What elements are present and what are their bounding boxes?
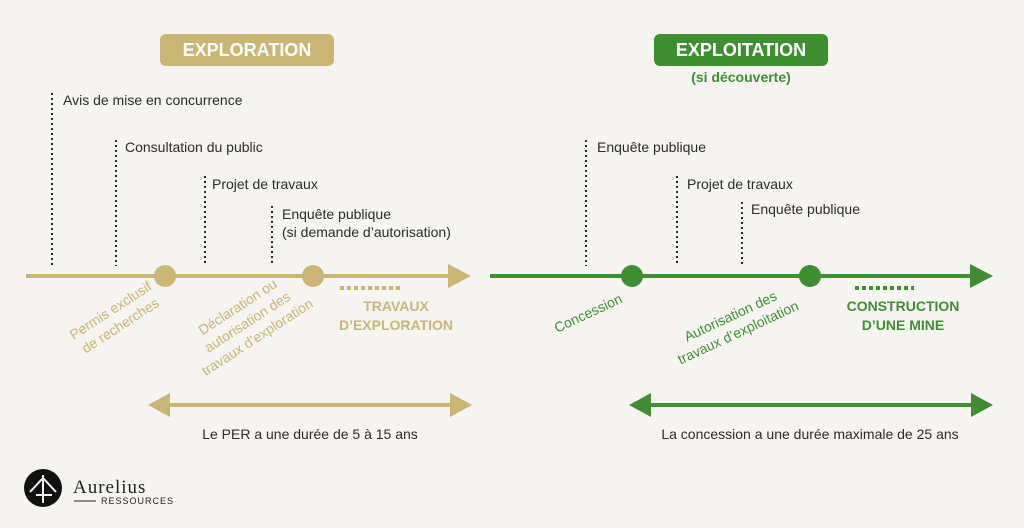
exploration-title-pill xyxy=(160,34,334,66)
end-label: D’UNE MINE xyxy=(862,317,944,333)
end-label: TRAVAUX xyxy=(363,298,429,314)
event-label: Projet de travaux xyxy=(212,176,318,192)
arrow-head xyxy=(148,393,170,417)
arrow-head xyxy=(629,393,651,417)
milestone-dot xyxy=(302,265,324,287)
exploitation-title-pill xyxy=(654,34,828,66)
arrow-head xyxy=(970,264,993,288)
milestone-label-concession: Concession xyxy=(551,290,624,335)
arrow-head xyxy=(971,393,993,417)
logo-name: Aurelius xyxy=(73,477,146,498)
milestone-dot xyxy=(799,265,821,287)
duration-caption: Le PER a une durée de 5 à 15 ans xyxy=(202,426,418,442)
event-label: Enquête publique xyxy=(282,206,391,222)
event-label: Enquête publique xyxy=(751,201,860,217)
end-label: D’EXPLORATION xyxy=(339,317,453,333)
exploration-title: EXPLORATION xyxy=(183,40,312,60)
milestone-label-autorisation: Autorisation des travaux d’exploitation xyxy=(675,288,801,368)
logo-emblem-icon xyxy=(24,469,62,507)
milestone-dot xyxy=(621,265,643,287)
aurelius-logo: Aurelius RESSOURCES xyxy=(24,469,174,507)
duration-caption: La concession a une durée maximale de 25… xyxy=(661,426,958,442)
logo-sub: RESSOURCES xyxy=(101,496,174,506)
exploitation-subtitle: (si découverte) xyxy=(691,69,791,85)
milestone-label-per: Permis exclusif de recherches xyxy=(67,278,162,356)
arrow-head xyxy=(448,264,471,288)
event-label: Projet de travaux xyxy=(687,176,793,192)
event-label: Enquête publique xyxy=(597,139,706,155)
svg-text:Concession: Concession xyxy=(551,290,624,335)
exploitation-section: EXPLOITATION (si découverte) Enquête pub… xyxy=(490,34,993,442)
exploration-section: EXPLORATION Avis de mise en concurrence … xyxy=(26,34,472,442)
exploitation-title: EXPLOITATION xyxy=(676,40,806,60)
milestone-label-declaration: Déclaration ou autorisation des travaux … xyxy=(195,275,315,378)
milestone-dot xyxy=(154,265,176,287)
event-label: (si demande d’autorisation) xyxy=(282,224,451,240)
event-label: Avis de mise en concurrence xyxy=(63,92,243,108)
arrow-head xyxy=(450,393,472,417)
end-label: CONSTRUCTION xyxy=(847,298,960,314)
event-label: Consultation du public xyxy=(125,139,263,155)
